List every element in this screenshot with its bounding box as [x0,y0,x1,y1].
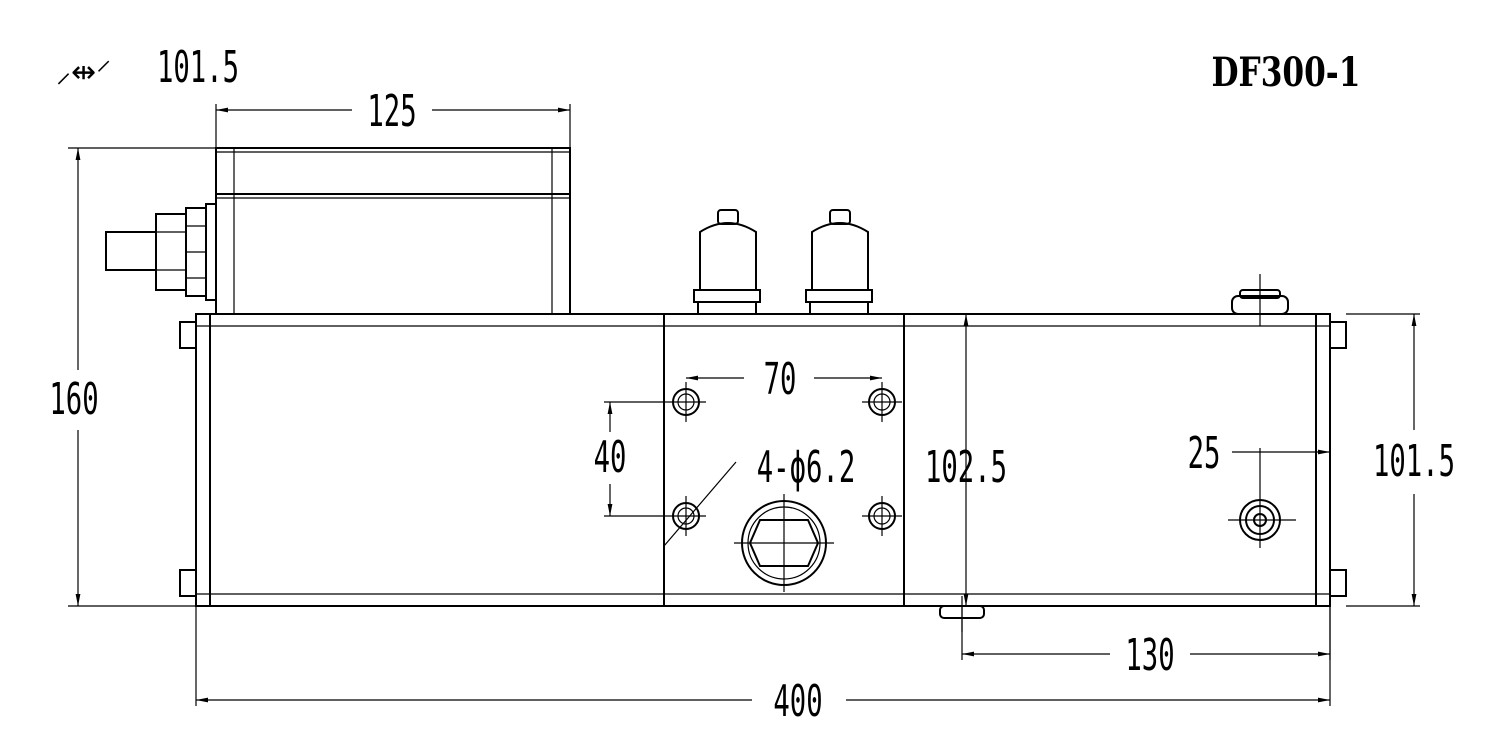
dim-center-height: 102.5 [925,314,1007,606]
top-right-plug-icon [1231,274,1289,326]
cable-gland-icon [105,203,217,301]
svg-text:130: 130 [1125,629,1174,681]
svg-text:125: 125 [367,85,416,137]
central-port-icon [734,494,834,592]
mounting-hole-icon [862,496,902,536]
dim-port-offset: 25 [1188,427,1330,479]
dim-hole-spacing-v: 40 [594,401,666,517]
model-title: DF300-1 [1212,49,1361,96]
junction-box [215,147,571,315]
svg-text:400: 400 [773,675,822,727]
svg-text:40: 40 [594,431,627,483]
svg-text:160: 160 [49,373,98,425]
dim-box-width: 125 [215,85,571,148]
top-left-mark: ⸝⇹⸍ 101.5 [56,41,239,93]
fitting-left-icon [693,209,761,315]
dim-port-distance: 130 [961,606,1331,681]
side-port-icon [1228,448,1296,548]
dim-overall-length: 400 [195,606,1331,727]
dim-overall-height: 160 [49,147,216,607]
mounting-hole-icon [666,382,706,422]
svg-text:101.5: 101.5 [1373,435,1455,487]
svg-text:25: 25 [1188,427,1221,479]
svg-text:102.5: 102.5 [925,441,1007,493]
mounting-hole-icon [862,382,902,422]
fitting-right-icon [805,209,873,315]
mark-value: 101.5 [157,41,239,93]
svg-text:4-ϕ6.2: 4-ϕ6.2 [757,441,856,493]
svg-text:70: 70 [764,353,797,405]
main-body [179,313,1347,607]
mounting-hole-icon [666,496,706,536]
dim-hole-spacing-h: 70 [686,353,882,405]
dim-body-height: 101.5 [1346,313,1455,607]
mark-symbol-icon: ⸝⇹⸍ [56,55,111,90]
mounting-holes [666,382,902,536]
dim-hole-spec: 4-ϕ6.2 [663,441,856,547]
